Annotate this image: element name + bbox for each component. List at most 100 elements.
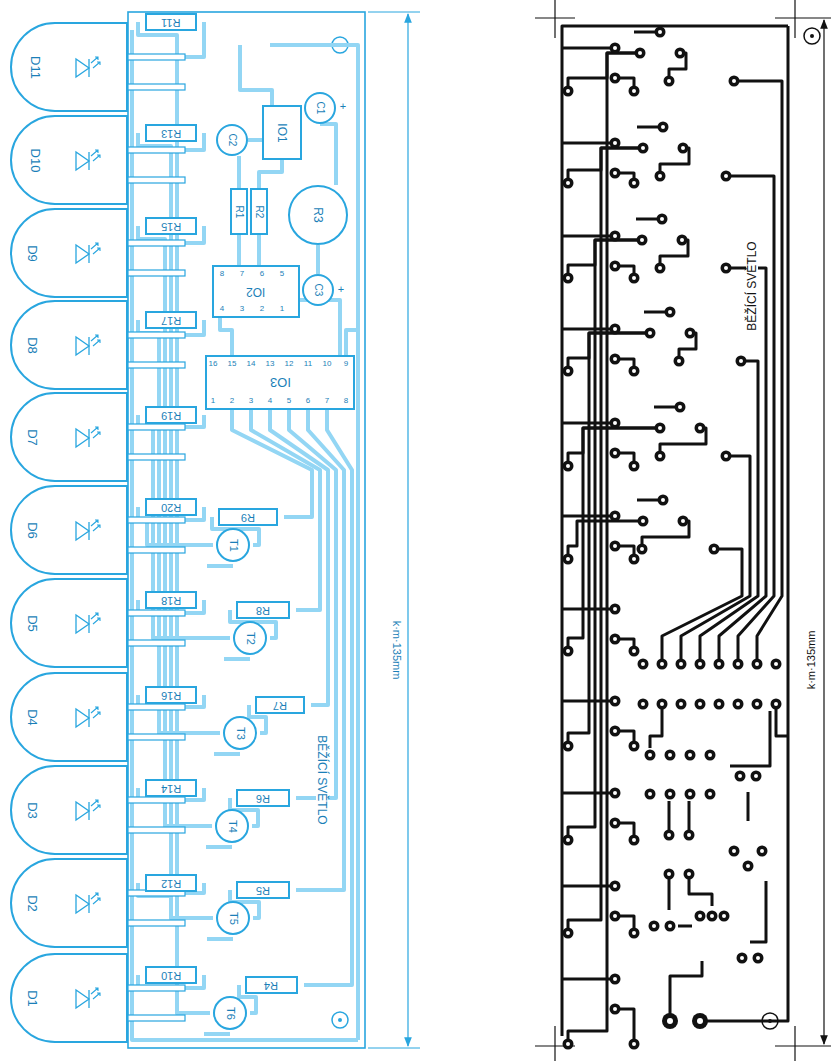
drill-hole <box>688 753 692 757</box>
diode-bar <box>88 709 89 727</box>
drill-hole <box>698 426 702 430</box>
solder-pad <box>709 544 720 555</box>
resistor-outline: R20 <box>145 498 197 516</box>
drill-hole <box>712 547 716 551</box>
copper-trace <box>678 925 692 928</box>
solder-pad <box>645 789 656 800</box>
drill-hole <box>687 833 691 837</box>
solder-pad <box>714 699 725 710</box>
drill-hole <box>667 833 671 837</box>
drill-hole <box>613 46 617 50</box>
trace <box>289 402 336 798</box>
part-designator: D11 <box>29 56 42 79</box>
solder-pad <box>714 659 725 670</box>
diode-triangle <box>76 990 89 1008</box>
led-lead <box>128 177 185 183</box>
drill-hole <box>658 426 662 430</box>
led-outline: D11 <box>10 22 128 112</box>
drill-hole <box>613 171 617 175</box>
solder-pad <box>684 869 695 880</box>
solder-pad <box>662 1013 678 1029</box>
solder-pad <box>610 726 621 737</box>
solder-pad <box>610 511 621 522</box>
copper-trace <box>568 333 650 746</box>
drill-hole <box>756 956 760 960</box>
drill-hole <box>660 702 664 706</box>
drill-hole <box>648 792 652 796</box>
drill-hole <box>710 914 714 918</box>
drill-hole <box>641 519 645 523</box>
drill-hole <box>722 914 726 918</box>
pin-number: 15 <box>227 360 238 368</box>
dimension-tick <box>368 12 420 13</box>
solder-pad <box>705 750 716 761</box>
trace <box>206 845 232 849</box>
drill-hole <box>632 649 636 653</box>
copper-trace <box>562 47 615 50</box>
pin-number: 1 <box>210 397 216 405</box>
part-designator: R7 <box>273 700 287 711</box>
solder-pad <box>645 750 656 761</box>
solder-pad <box>695 659 706 670</box>
copper-trace <box>689 878 712 906</box>
led-outline: D8 <box>10 300 128 390</box>
diode-bar <box>88 615 89 633</box>
drill-hole <box>678 405 682 409</box>
part-designator: IO2 <box>246 286 265 298</box>
solder-pad <box>721 451 732 462</box>
capacitor-outline: C2 <box>216 124 248 156</box>
solder-pad <box>563 928 574 939</box>
part-designator: R18 <box>161 595 181 606</box>
board-title: BĚŽÍCÍ SVĚTLO <box>316 734 328 825</box>
drill-hole <box>724 266 728 270</box>
solder-pad <box>707 911 718 922</box>
part-designator: D8 <box>26 337 39 354</box>
capacitor-outline: C3 <box>302 274 334 306</box>
drill-hole <box>760 849 764 853</box>
solder-pad <box>655 451 666 462</box>
solder-pad <box>610 788 621 799</box>
solder-pad <box>655 423 666 434</box>
led-symbol <box>72 891 102 917</box>
trace <box>204 1032 230 1036</box>
solder-pad <box>563 461 574 472</box>
drill-hole <box>660 217 664 221</box>
diode-triangle <box>76 802 89 820</box>
crop-marks <box>535 0 831 1061</box>
dimension-label: k·m·135mm <box>806 630 817 691</box>
led-lead <box>128 454 185 460</box>
trace <box>259 160 282 188</box>
pin-number: 9 <box>343 360 349 368</box>
diode-bar <box>88 990 89 1008</box>
drill-hole <box>613 914 617 918</box>
led-outline: D3 <box>10 765 128 855</box>
drill-hole <box>661 498 665 502</box>
solder-pad <box>610 911 621 922</box>
copper-trace <box>747 792 750 821</box>
drill-hole <box>613 821 617 825</box>
drill-hole <box>687 872 691 876</box>
drill-hole <box>632 557 636 561</box>
part-designator: R8 <box>256 605 270 616</box>
transistor-outline: T6 <box>213 996 247 1030</box>
resistor-outline: R17 <box>145 311 197 329</box>
trace <box>207 564 233 568</box>
drill-hole <box>658 30 662 34</box>
pin-number: 8 <box>219 270 225 278</box>
copper-trace <box>688 801 691 831</box>
drill-hole <box>679 662 683 666</box>
copper-trace <box>668 878 671 910</box>
drill-hole <box>697 1018 703 1024</box>
solder-pad <box>733 699 744 710</box>
trace <box>300 300 340 355</box>
diode-triangle <box>76 59 89 77</box>
solder-pad <box>729 846 740 857</box>
solder-pad <box>649 921 660 932</box>
drill-hole <box>566 276 570 280</box>
part-designator: T4 <box>227 820 238 833</box>
drill-hole <box>736 702 740 706</box>
drill-hole <box>668 753 672 757</box>
solder-pad <box>665 750 676 761</box>
light-arrow <box>91 800 100 811</box>
